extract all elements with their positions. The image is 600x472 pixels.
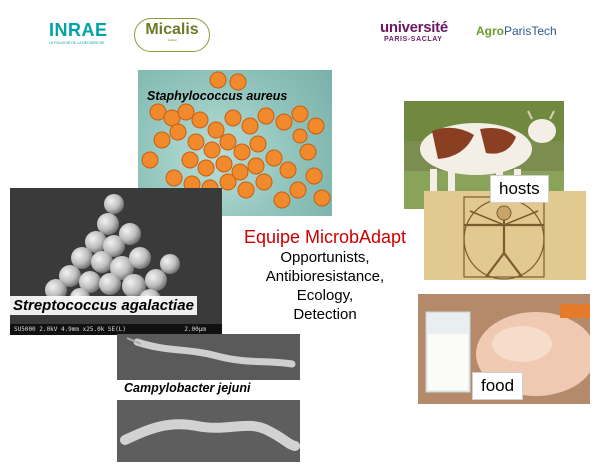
campy-top-drawing [126,337,296,368]
food-image [418,294,590,404]
team-title: Equipe MicrobAdapt [243,227,407,247]
team-topic: Antibioresistance, [265,268,385,285]
sem-parameters: SU5000 2.0kV 4.9mm x25.0k SE(L) [14,326,126,333]
micalis-logo-text: Micalis [145,21,199,38]
campylobacter-image-top [117,334,300,380]
ups-logo-line1: université [380,19,448,36]
inrae-logo: INRAE LE POUVOIR DE LA RECHERCHE [49,20,119,52]
campylobacter-image-bottom [117,400,300,462]
vitruvian-man-image [424,191,586,280]
agro-logo-prefix: Agro [476,24,504,38]
team-topic: Detection [293,306,357,323]
sem-scale: 2.00μm [184,326,206,333]
campy-bottom-drawing [120,419,300,451]
team-description: Equipe MicrobAdapt Opportunists, Antibio… [228,226,422,324]
universite-paris-saclay-logo: université PARIS-SACLAY [380,20,466,50]
staphylococcus-caption: Staphylococcus aureus [147,89,288,103]
inrae-logo-tagline: LE POUVOIR DE LA RECHERCHE [49,41,105,45]
team-topic: Ecology, [296,287,354,304]
streptococcus-caption: Streptococcus agalactiae [10,296,197,315]
sem-info-bar: SU5000 2.0kV 4.9mm x25.0k SE(L) 2.00μm [10,324,222,335]
micalis-logo-tagline: Institut [167,38,177,42]
micalis-logo: Micalis Institut [134,18,210,52]
agroparistech-logo: AgroParisTech [476,24,564,50]
campylobacter-caption: Campylobacter jejuni [124,381,251,395]
agro-logo-name: ParisTech [504,24,557,38]
agro-logo-text: AgroParisTech [476,24,564,38]
strep-cells-drawing [45,194,180,311]
staph-cells-drawing [141,71,331,209]
hosts-label: hosts [490,175,549,203]
staphylococcus-image [138,70,332,216]
inrae-logo-text: INRAE [49,20,108,40]
team-topic: Opportunists, [280,249,370,266]
food-label: food [472,372,524,400]
vitruvian-drawing [463,196,545,280]
ups-logo-line2: PARIS-SACLAY [384,36,443,43]
